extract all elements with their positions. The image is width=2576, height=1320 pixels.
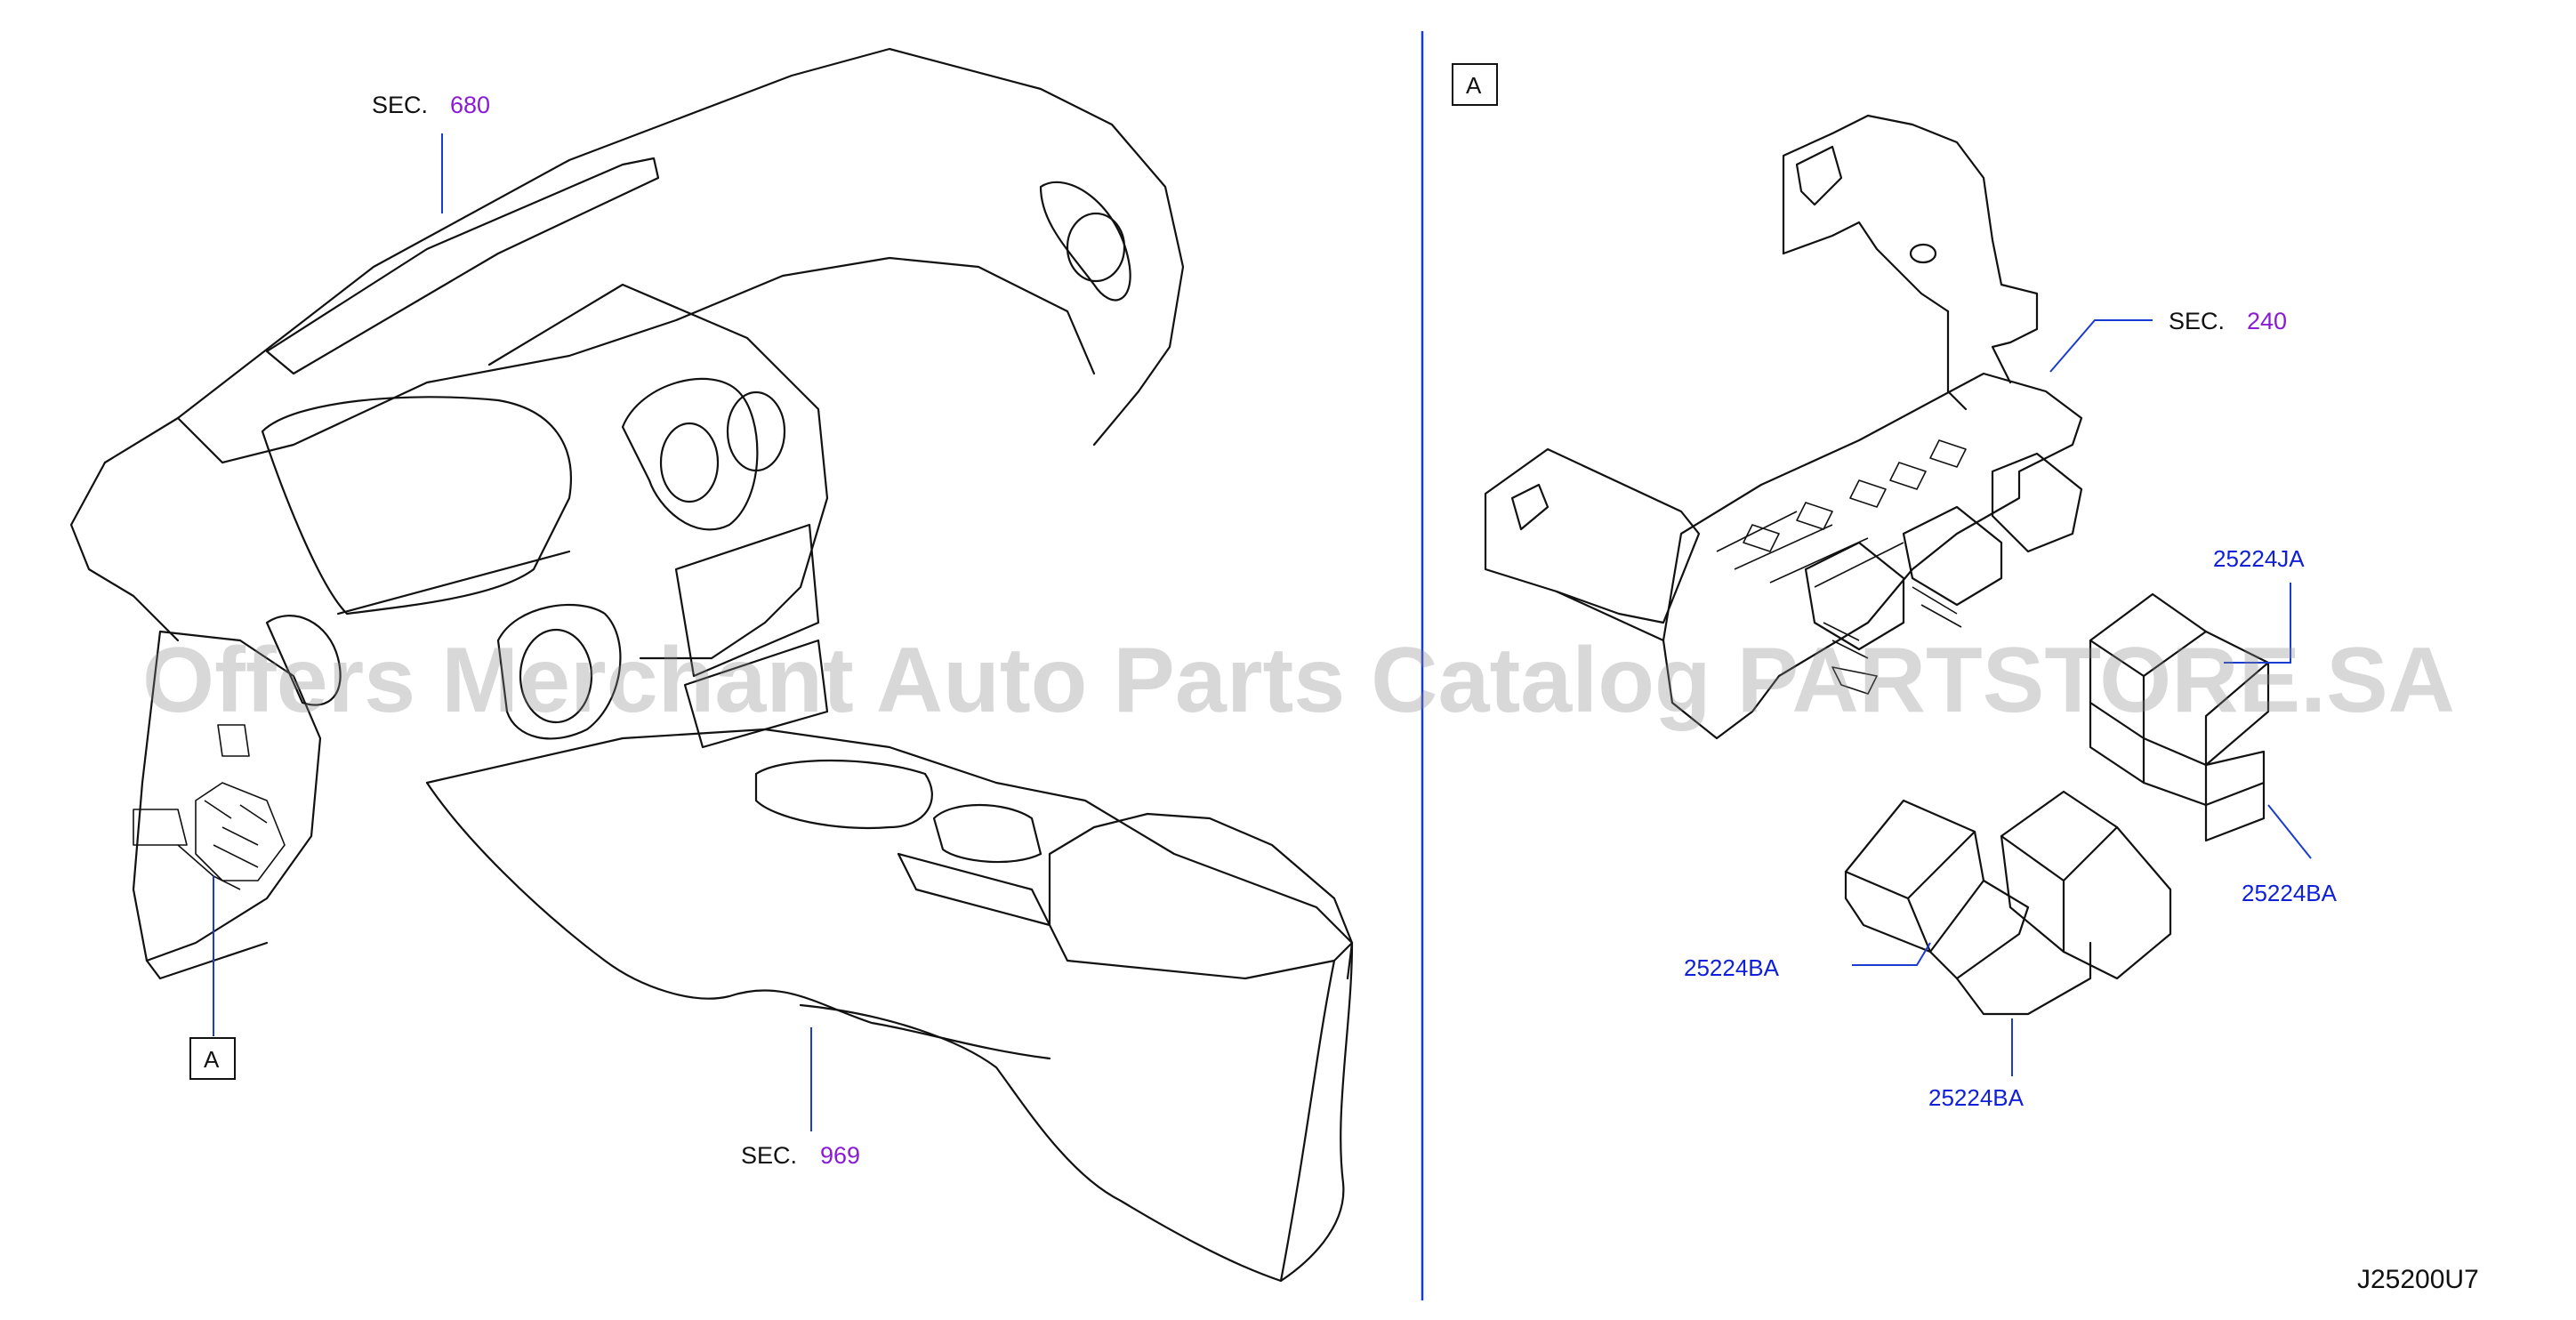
sec-240-callout: SEC. 240 bbox=[2049, 308, 2287, 373]
watermark: Offers Merchant Auto Parts Catalog PARTS… bbox=[142, 629, 2455, 732]
sec-969-callout: SEC. 969 bbox=[741, 1027, 860, 1169]
part-label-25224ba-right: 25224BA bbox=[2242, 804, 2338, 906]
sec-680-number: 680 bbox=[450, 92, 490, 118]
relay-25224ja bbox=[2089, 592, 2270, 767]
callout-a-left: A bbox=[189, 876, 236, 1080]
part-label-25224ba-left: 25224BA bbox=[1684, 942, 1931, 981]
fuse-block-bracket bbox=[1484, 114, 2083, 740]
part-label-25224ba-bottom: 25224BA bbox=[1928, 1018, 2025, 1111]
dashboard-illustration bbox=[69, 47, 1354, 1283]
sec-969-prefix: SEC. bbox=[741, 1142, 797, 1169]
sec-680-prefix: SEC. bbox=[372, 92, 428, 118]
callout-a-right-label: A bbox=[1466, 72, 1482, 99]
part-label-25224ja: 25224JA bbox=[2213, 545, 2305, 664]
relay-25224ba-bottom bbox=[1955, 790, 2172, 1016]
sec-969-number: 969 bbox=[820, 1142, 860, 1169]
callout-a-right: A bbox=[1452, 63, 1498, 106]
part-number-25224ba-right: 25224BA bbox=[2242, 880, 2338, 906]
sec-680-callout: SEC. 680 bbox=[372, 92, 490, 213]
relay-25224ba-right bbox=[2089, 701, 2266, 842]
diagram-code: J25200U7 bbox=[2357, 1265, 2479, 1294]
part-number-25224ba-left: 25224BA bbox=[1684, 954, 1780, 981]
part-number-25224ja: 25224JA bbox=[2213, 545, 2305, 572]
sec-240-number: 240 bbox=[2247, 308, 2287, 334]
sec-240-prefix: SEC. bbox=[2169, 308, 2225, 334]
part-number-25224ba-bottom: 25224BA bbox=[1928, 1084, 2025, 1111]
callout-a-left-label: A bbox=[204, 1046, 220, 1073]
relay-25224ba-left bbox=[1844, 799, 2030, 980]
